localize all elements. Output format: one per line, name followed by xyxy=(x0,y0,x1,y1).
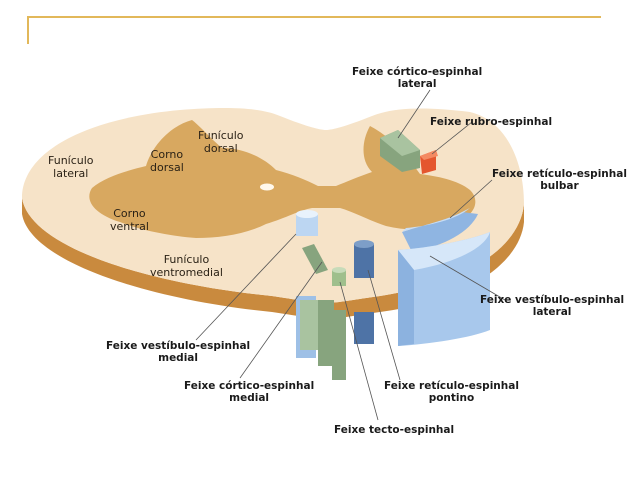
label-corno-dorsal: Corno dorsal xyxy=(150,148,184,174)
slide-left-rule xyxy=(27,16,29,44)
tract-tecto-spinal xyxy=(332,267,346,380)
label-vestibulo-espinhal-medial: Feixe vestíbulo-espinhal medial xyxy=(106,340,251,364)
label-reticulo-espinhal-pontino: Feixe retículo-espinhal pontino xyxy=(384,380,519,404)
gray-matter xyxy=(89,120,476,238)
tract-reticulo-spinal-pontino xyxy=(354,240,374,344)
label-funiculo-lateral: Funículo lateral xyxy=(48,154,94,180)
label-corno-ventral: Corno ventral xyxy=(110,207,149,233)
label-reticulo-espinhal-bulbar: Feixe retículo-espinhal bulbar xyxy=(492,168,627,192)
slide-top-rule xyxy=(27,16,601,18)
label-rubro-espinhal: Feixe rubro-espinhal xyxy=(430,116,553,128)
label-cortico-espinhal-lateral: Feixe córtico-espinhal lateral xyxy=(352,66,483,90)
central-canal xyxy=(260,183,274,191)
leader-lines xyxy=(195,89,506,421)
label-tecto-espinhal: Feixe tecto-espinhal xyxy=(334,424,455,436)
label-cortico-espinhal-medial: Feixe córtico-espinhal medial xyxy=(184,380,315,404)
label-vestibulo-espinhal-lateral: Feixe vestíbulo-espinhal lateral xyxy=(480,294,625,318)
label-funiculo-ventromedial: Funículo ventromedial xyxy=(150,253,223,279)
label-funiculo-dorsal: Funículo dorsal xyxy=(198,129,244,155)
tract-cortico-spinal-lateral xyxy=(380,130,420,172)
tract-reticulo-spinal-bulbar xyxy=(402,208,478,252)
tract-cortico-spinal-medial xyxy=(300,244,334,366)
tract-vestibulo-spinal-lateral xyxy=(398,232,490,346)
spinal-cord-slab-edge xyxy=(22,198,524,319)
